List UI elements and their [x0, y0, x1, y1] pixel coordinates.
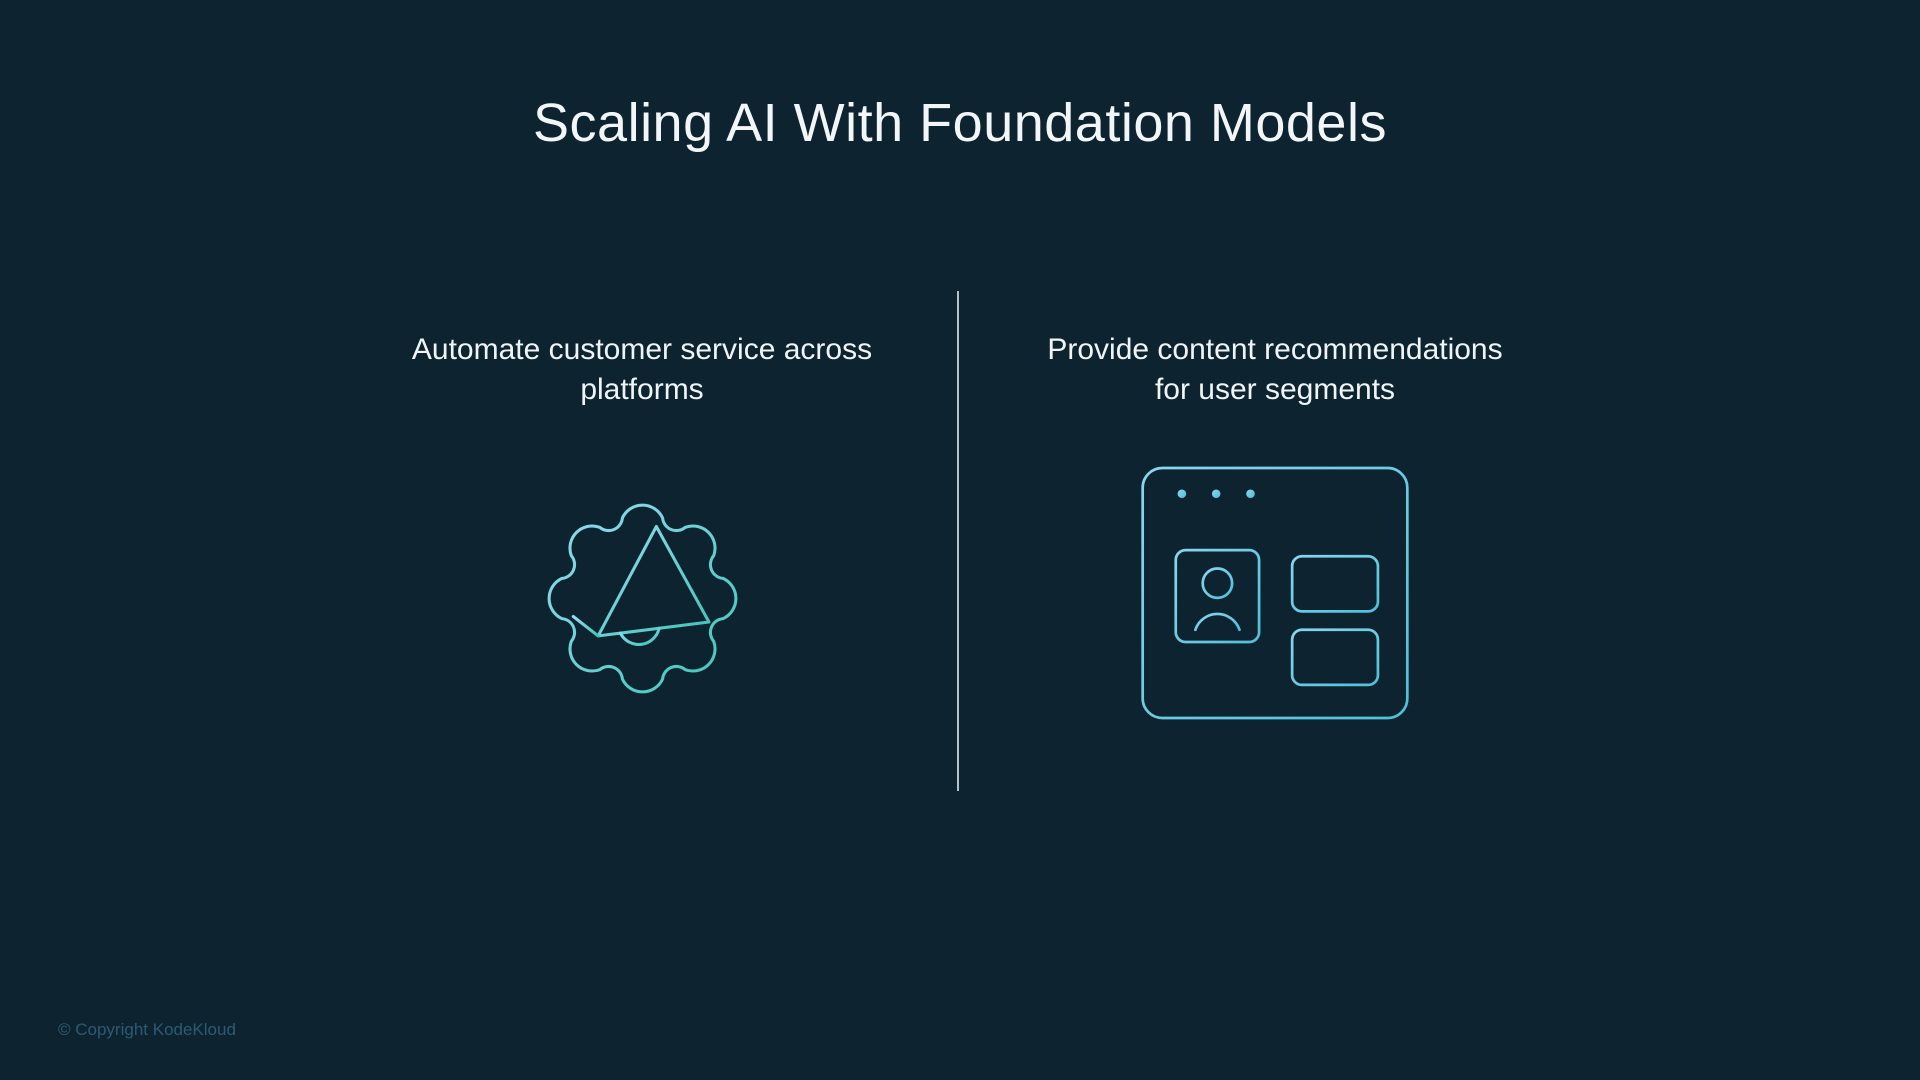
copyright-text: © Copyright KodeKloud	[58, 1020, 236, 1039]
user-shoulders	[1194, 612, 1241, 631]
megaphone-gear-icon	[504, 460, 781, 742]
browser-frame	[1141, 466, 1409, 720]
megaphone-gear-svg	[547, 503, 737, 694]
megaphone-cone	[596, 524, 711, 638]
megaphone-handle	[618, 626, 661, 646]
slide-title: Scaling AI With Foundation Models	[533, 93, 1387, 153]
window-dot-3	[1246, 489, 1255, 498]
content-tile-top	[1290, 554, 1380, 613]
right-caption: Provide content recommendations for user…	[1047, 333, 1503, 406]
left-caption: Automate customer service across platfor…	[411, 333, 873, 406]
right-column: Provide content recommendations for user…	[1035, 330, 1515, 727]
window-dot-1	[1177, 489, 1187, 498]
left-column: Automate customer service across platfor…	[402, 330, 882, 742]
content-tile-bottom	[1290, 628, 1380, 687]
window-dot-2	[1211, 489, 1221, 498]
gear-outline	[547, 503, 737, 694]
megaphone-mouthpiece	[571, 614, 600, 638]
column-divider	[957, 291, 959, 791]
browser-recommendations-icon	[1139, 464, 1411, 727]
browser-recommendations-svg	[1141, 466, 1409, 720]
user-head	[1201, 566, 1234, 600]
user-card	[1174, 548, 1261, 644]
